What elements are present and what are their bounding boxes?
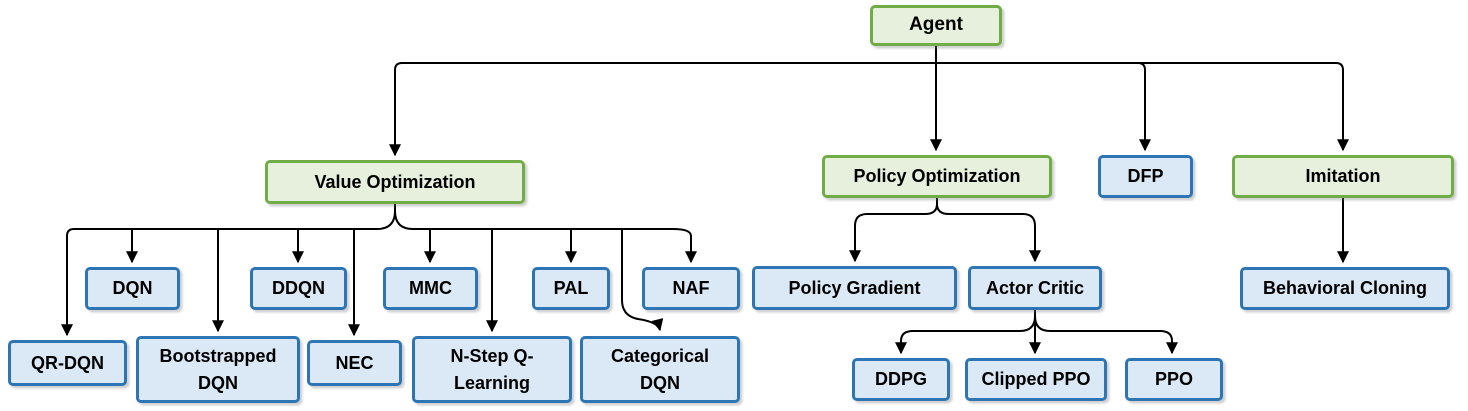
node-dfp-label: DFP xyxy=(1127,166,1164,186)
edge-ac-ppo xyxy=(1034,315,1178,355)
node-categorical-dqn-label: Categorical DQN xyxy=(610,345,710,393)
node-categorical-dqn: Categorical DQN xyxy=(580,336,740,403)
node-ddpg-label: DDPG xyxy=(874,369,927,389)
node-pal: PAL xyxy=(532,267,610,310)
node-bootstrapped-dqn-label: Bootstrapped DQN xyxy=(159,345,277,393)
node-qr-dqn-label: QR-DQN xyxy=(31,352,104,373)
node-policy-gradient: Policy Gradient xyxy=(752,266,957,310)
node-qr-dqn: QR-DQN xyxy=(8,340,127,386)
node-n-step-q-learning: N-Step Q-Learning xyxy=(412,336,572,403)
node-agent-label: Agent xyxy=(909,14,963,36)
edge-ac-ddpg xyxy=(895,310,1036,355)
node-dqn: DQN xyxy=(85,267,180,310)
edge-vo-rail-left xyxy=(61,204,396,337)
edge-po-policy-gradient xyxy=(849,198,938,263)
node-actor-critic-label: Actor Critic xyxy=(985,277,1084,298)
node-naf: NAF xyxy=(642,267,740,310)
node-ddpg: DDPG xyxy=(852,358,950,401)
node-nec-label: NEC xyxy=(335,352,374,373)
edge-po-actor-critic xyxy=(936,203,1041,263)
node-clipped-ppo-label: Clipped PPO xyxy=(981,369,1091,389)
node-policy-optimization-label: Policy Optimization xyxy=(853,166,1021,186)
node-dfp: DFP xyxy=(1098,155,1193,198)
node-agent: Agent xyxy=(870,5,1002,46)
node-naf-label: NAF xyxy=(672,278,710,298)
edge-vo-categorical-dqn xyxy=(621,229,664,332)
node-policy-gradient-label: Policy Gradient xyxy=(788,277,921,298)
node-imitation-label: Imitation xyxy=(1305,166,1381,186)
node-actor-critic: Actor Critic xyxy=(968,266,1102,310)
edge-vo-rail-right xyxy=(394,210,697,264)
node-bootstrapped-dqn: Bootstrapped DQN xyxy=(136,336,300,403)
node-policy-optimization: Policy Optimization xyxy=(822,155,1052,198)
node-imitation: Imitation xyxy=(1232,155,1454,198)
node-ddqn-label: DDQN xyxy=(272,278,325,298)
edge-agent-value-optimization xyxy=(389,62,936,157)
node-ppo-label: PPO xyxy=(1154,369,1193,389)
node-value-optimization: Value Optimization xyxy=(265,160,525,204)
node-mmc-label: MMC xyxy=(409,278,452,298)
node-ppo: PPO xyxy=(1125,358,1223,401)
node-value-optimization-label: Value Optimization xyxy=(314,171,476,192)
node-clipped-ppo: Clipped PPO xyxy=(965,358,1107,401)
node-pal-label: PAL xyxy=(553,278,589,298)
edge-agent-dfp xyxy=(936,62,1151,152)
node-n-step-q-learning-label: N-Step Q-Learning xyxy=(450,345,534,393)
node-ddqn: DDQN xyxy=(250,267,347,310)
node-dqn-label: DQN xyxy=(112,278,153,298)
node-behavioral-cloning: Behavioral Cloning xyxy=(1240,267,1450,310)
node-behavioral-cloning-label: Behavioral Cloning xyxy=(1262,278,1428,298)
edge-agent-imitation xyxy=(936,62,1349,152)
node-mmc: MMC xyxy=(383,267,478,310)
node-nec: NEC xyxy=(307,340,402,386)
